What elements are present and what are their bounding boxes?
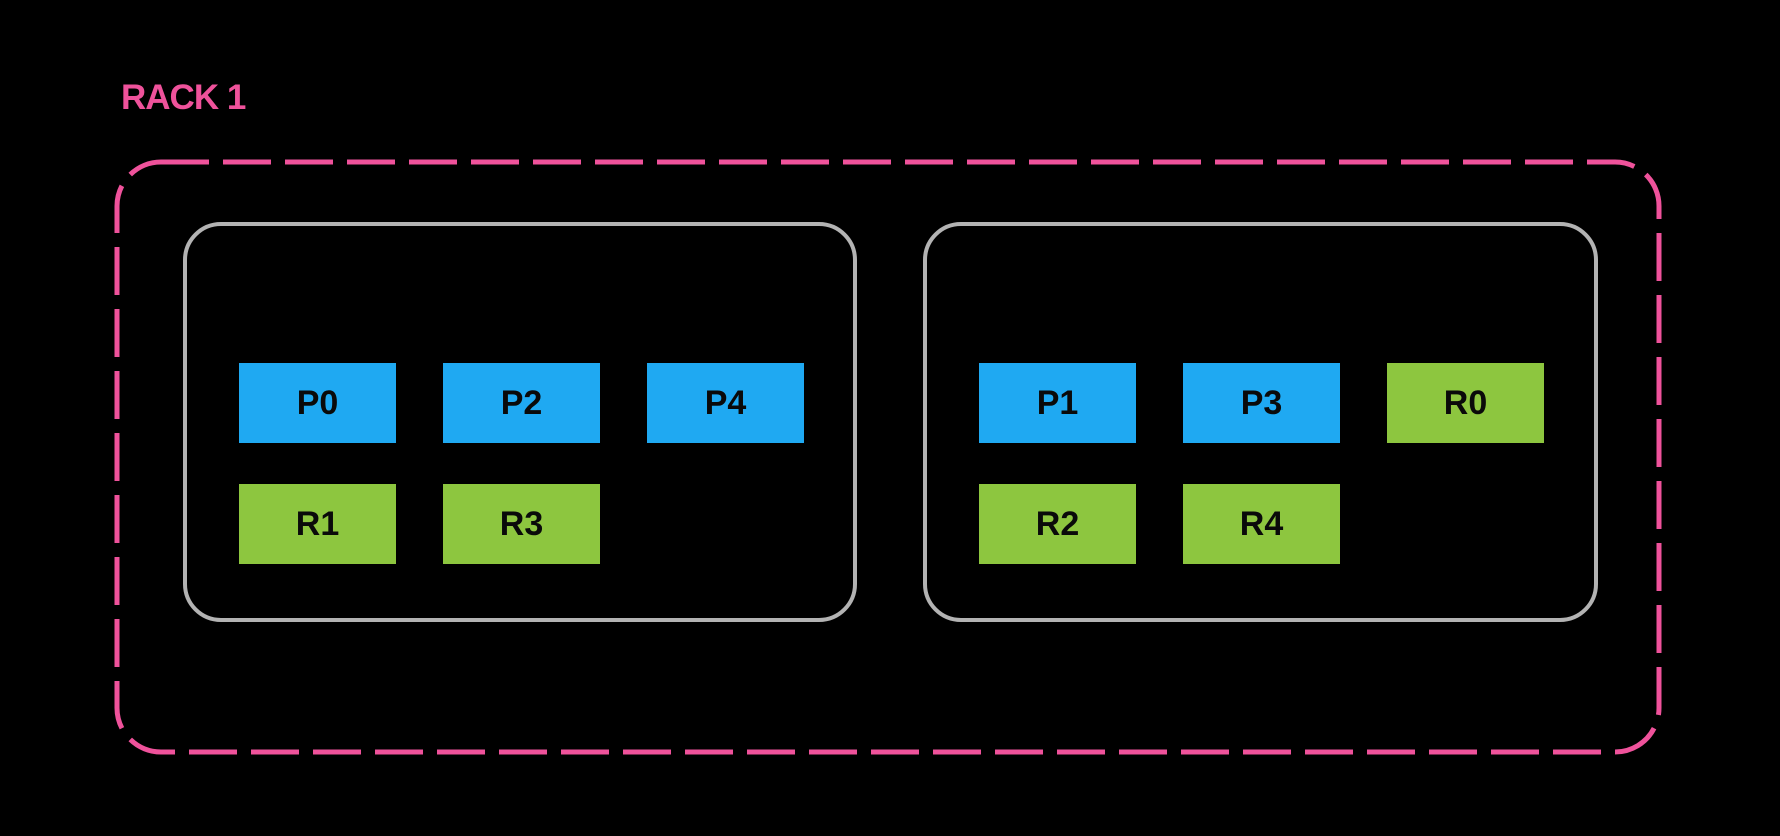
box-r1: R1 [239,484,396,564]
box-r0: R0 [1387,363,1544,443]
node-right-row-1: P1 P3 R0 [979,363,1594,443]
box-p3: P3 [1183,363,1340,443]
box-p0: P0 [239,363,396,443]
box-r2: R2 [979,484,1136,564]
box-r4: R4 [1183,484,1340,564]
box-r3: R3 [443,484,600,564]
box-p2: P2 [443,363,600,443]
node-container-left: P0 P2 P4 R1 R3 [183,222,857,622]
rack-title: RACK 1 [121,78,246,117]
node-container-right: P1 P3 R0 R2 R4 [923,222,1598,622]
node-right-row-2: R2 R4 [979,484,1594,564]
box-p1: P1 [979,363,1136,443]
node-left-row-2: R1 R3 [239,484,853,564]
box-p4: P4 [647,363,804,443]
rack-boundary-dashed-border [114,159,1662,755]
node-left-row-1: P0 P2 P4 [239,363,853,443]
